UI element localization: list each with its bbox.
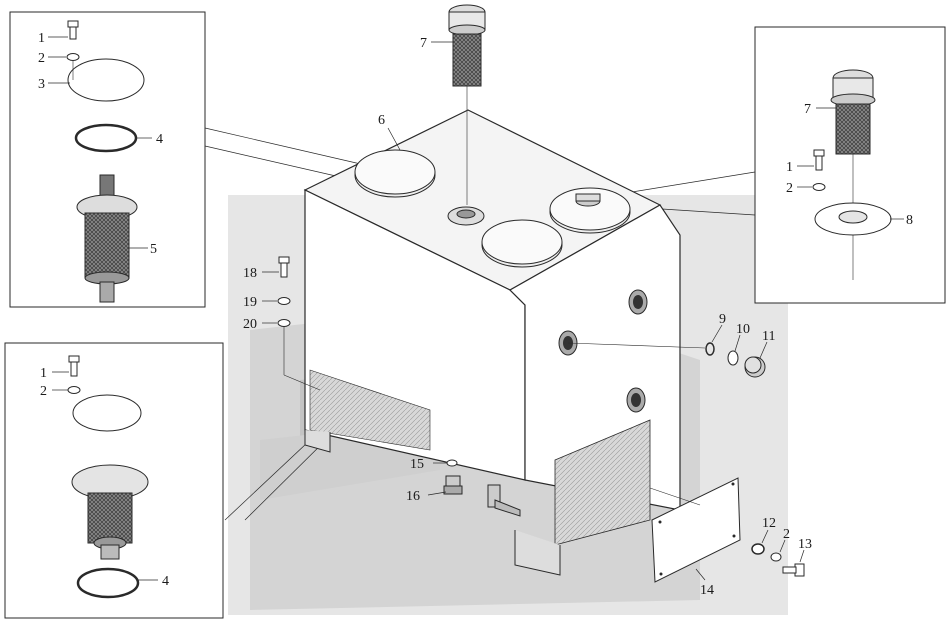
inset-top-left: 1 2 3 4 5 [9,11,206,308]
callout-1: 1 [40,366,47,381]
filter-element-icon [71,464,149,560]
filler-cap-icon [830,69,876,155]
washer-icon [812,183,826,191]
callout-20: 20 [243,317,257,332]
callout-2: 2 [40,384,47,399]
port-icon [626,387,646,413]
callout-3: 3 [38,77,45,92]
callout-14: 14 [700,583,714,598]
mounting-flange-icon [814,202,892,236]
inspection-cover-icon [651,477,741,583]
drain-valve-icon [487,484,521,517]
callout-11: 11 [762,329,775,344]
callout-1: 1 [38,31,45,46]
callout-2: 2 [38,51,45,66]
washer-icon [277,319,291,327]
callout-7: 7 [420,36,427,51]
bolt-icon [813,149,825,171]
cover-plate-icon [72,394,142,432]
hydraulic-tank [303,109,681,576]
washer-icon [446,459,458,467]
washer-icon [277,297,291,305]
port-icon [628,289,648,315]
o-ring-icon [705,342,715,356]
inset-bottom-left: 1 2 4 [4,342,224,619]
drain-valve-icon [443,475,463,495]
washer-icon [727,350,739,366]
callout-9: 9 [719,312,726,327]
callout-12: 12 [762,516,776,531]
callout-4: 4 [156,132,163,147]
callout-5: 5 [150,242,157,257]
callout-13: 13 [798,537,812,552]
bolt-icon [278,256,290,278]
callout-19: 19 [243,295,257,310]
callout-10: 10 [736,322,750,337]
callout-15: 15 [410,457,424,472]
washer-icon [751,543,765,555]
center-opening [447,206,485,226]
o-ring-icon [76,567,140,599]
callout-1: 1 [786,160,793,175]
callout-2: 2 [786,181,793,196]
cover-plate-icon [67,58,145,102]
plug-icon [744,356,766,378]
strainer-element-icon [76,174,138,303]
callout-6: 6 [378,113,385,128]
tank-cover-breather [549,187,631,234]
inset-right: 7 1 2 8 [754,26,946,304]
tank-cover-strainer [481,219,563,268]
callout-8: 8 [906,213,913,228]
callout-16: 16 [406,489,420,504]
washer-icon [770,552,782,562]
callout-4: 4 [162,574,169,589]
bolt-icon [782,563,805,577]
bolt-icon [67,20,79,40]
washer-icon [66,53,80,61]
bolt-icon [68,355,80,377]
callout-18: 18 [243,266,257,281]
callout-7: 7 [804,102,811,117]
washer-icon [67,386,81,394]
callout-2: 2 [783,527,790,542]
breather-filter-icon [448,4,486,205]
tank-cover-6 [354,149,436,198]
